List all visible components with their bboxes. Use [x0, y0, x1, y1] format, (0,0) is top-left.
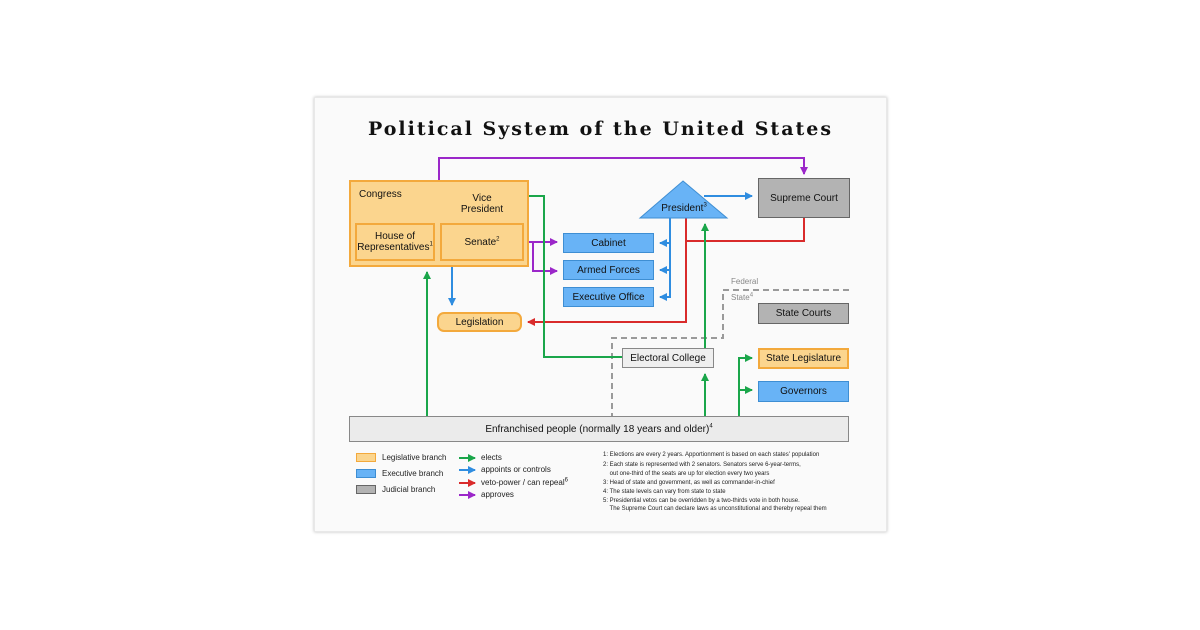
- footnote-2b: out one-third of the seats are up for el…: [603, 471, 770, 477]
- executive-office-box: Executive Office: [563, 287, 654, 307]
- armed-forces-box: Armed Forces: [563, 260, 654, 280]
- president-shape: [638, 180, 729, 219]
- legend-label-judicial: Judicial branch: [382, 485, 436, 494]
- federal-state-boundary: [611, 289, 849, 416]
- congress-label: Congress: [359, 189, 402, 200]
- approves-arrow-armed-forces: [532, 242, 558, 275]
- approves-arrow-supreme-court: [438, 157, 808, 180]
- veto-arrow-legislation: [527, 218, 687, 326]
- state-label: State4: [731, 292, 754, 302]
- appoints-arrow-executive-office: [659, 218, 671, 301]
- footnote-4: 4: The state levels can vary from state …: [603, 489, 726, 495]
- state-legislature-box: State Legislature: [758, 348, 849, 369]
- supreme-court-box: Supreme Court: [758, 178, 850, 218]
- legend-swatch-judicial: [356, 485, 376, 494]
- legend-swatch-executive: [356, 469, 376, 478]
- legend-label-approves: approves: [481, 490, 514, 499]
- legend-label-legislative: Legislative branch: [382, 453, 447, 462]
- legend-label-executive: Executive branch: [382, 469, 444, 478]
- legislation-box: Legislation: [437, 312, 522, 332]
- state-courts-box: State Courts: [758, 303, 849, 324]
- veto-line-supreme-court: [686, 218, 805, 242]
- president-label: President3: [661, 202, 707, 214]
- people-box: Enfranchised people (normally 18 years a…: [349, 416, 849, 442]
- senate-box: Senate2: [440, 223, 524, 261]
- electoral-college-box: Electoral College: [622, 348, 714, 368]
- footnote-3: 3: Head of state and government, as well…: [603, 480, 775, 486]
- legend-label-appoints: appoints or controls: [481, 465, 551, 474]
- federal-label: Federal: [731, 277, 759, 286]
- legend-label-veto: veto-power / can repeal6: [481, 477, 568, 487]
- footnote-1: 1: Elections are every 2 years. Apportio…: [603, 452, 820, 458]
- footnote-2a: 2: Each state is represented with 2 sena…: [603, 462, 801, 468]
- legend-swatch-legislative: [356, 453, 376, 462]
- cabinet-box: Cabinet: [563, 233, 654, 253]
- elects-arrow-state-legislature: [738, 354, 753, 416]
- diagram-title: Political System of the United States: [367, 118, 834, 140]
- footnote-5b: The Supreme Court can declare laws as un…: [603, 506, 827, 512]
- senate-label: Senate2: [464, 236, 500, 248]
- footnote-5a: 5: Presidential vetos can be overridden …: [603, 498, 800, 504]
- legend-label-elects: elects: [481, 453, 502, 462]
- governors-box: Governors: [758, 381, 849, 402]
